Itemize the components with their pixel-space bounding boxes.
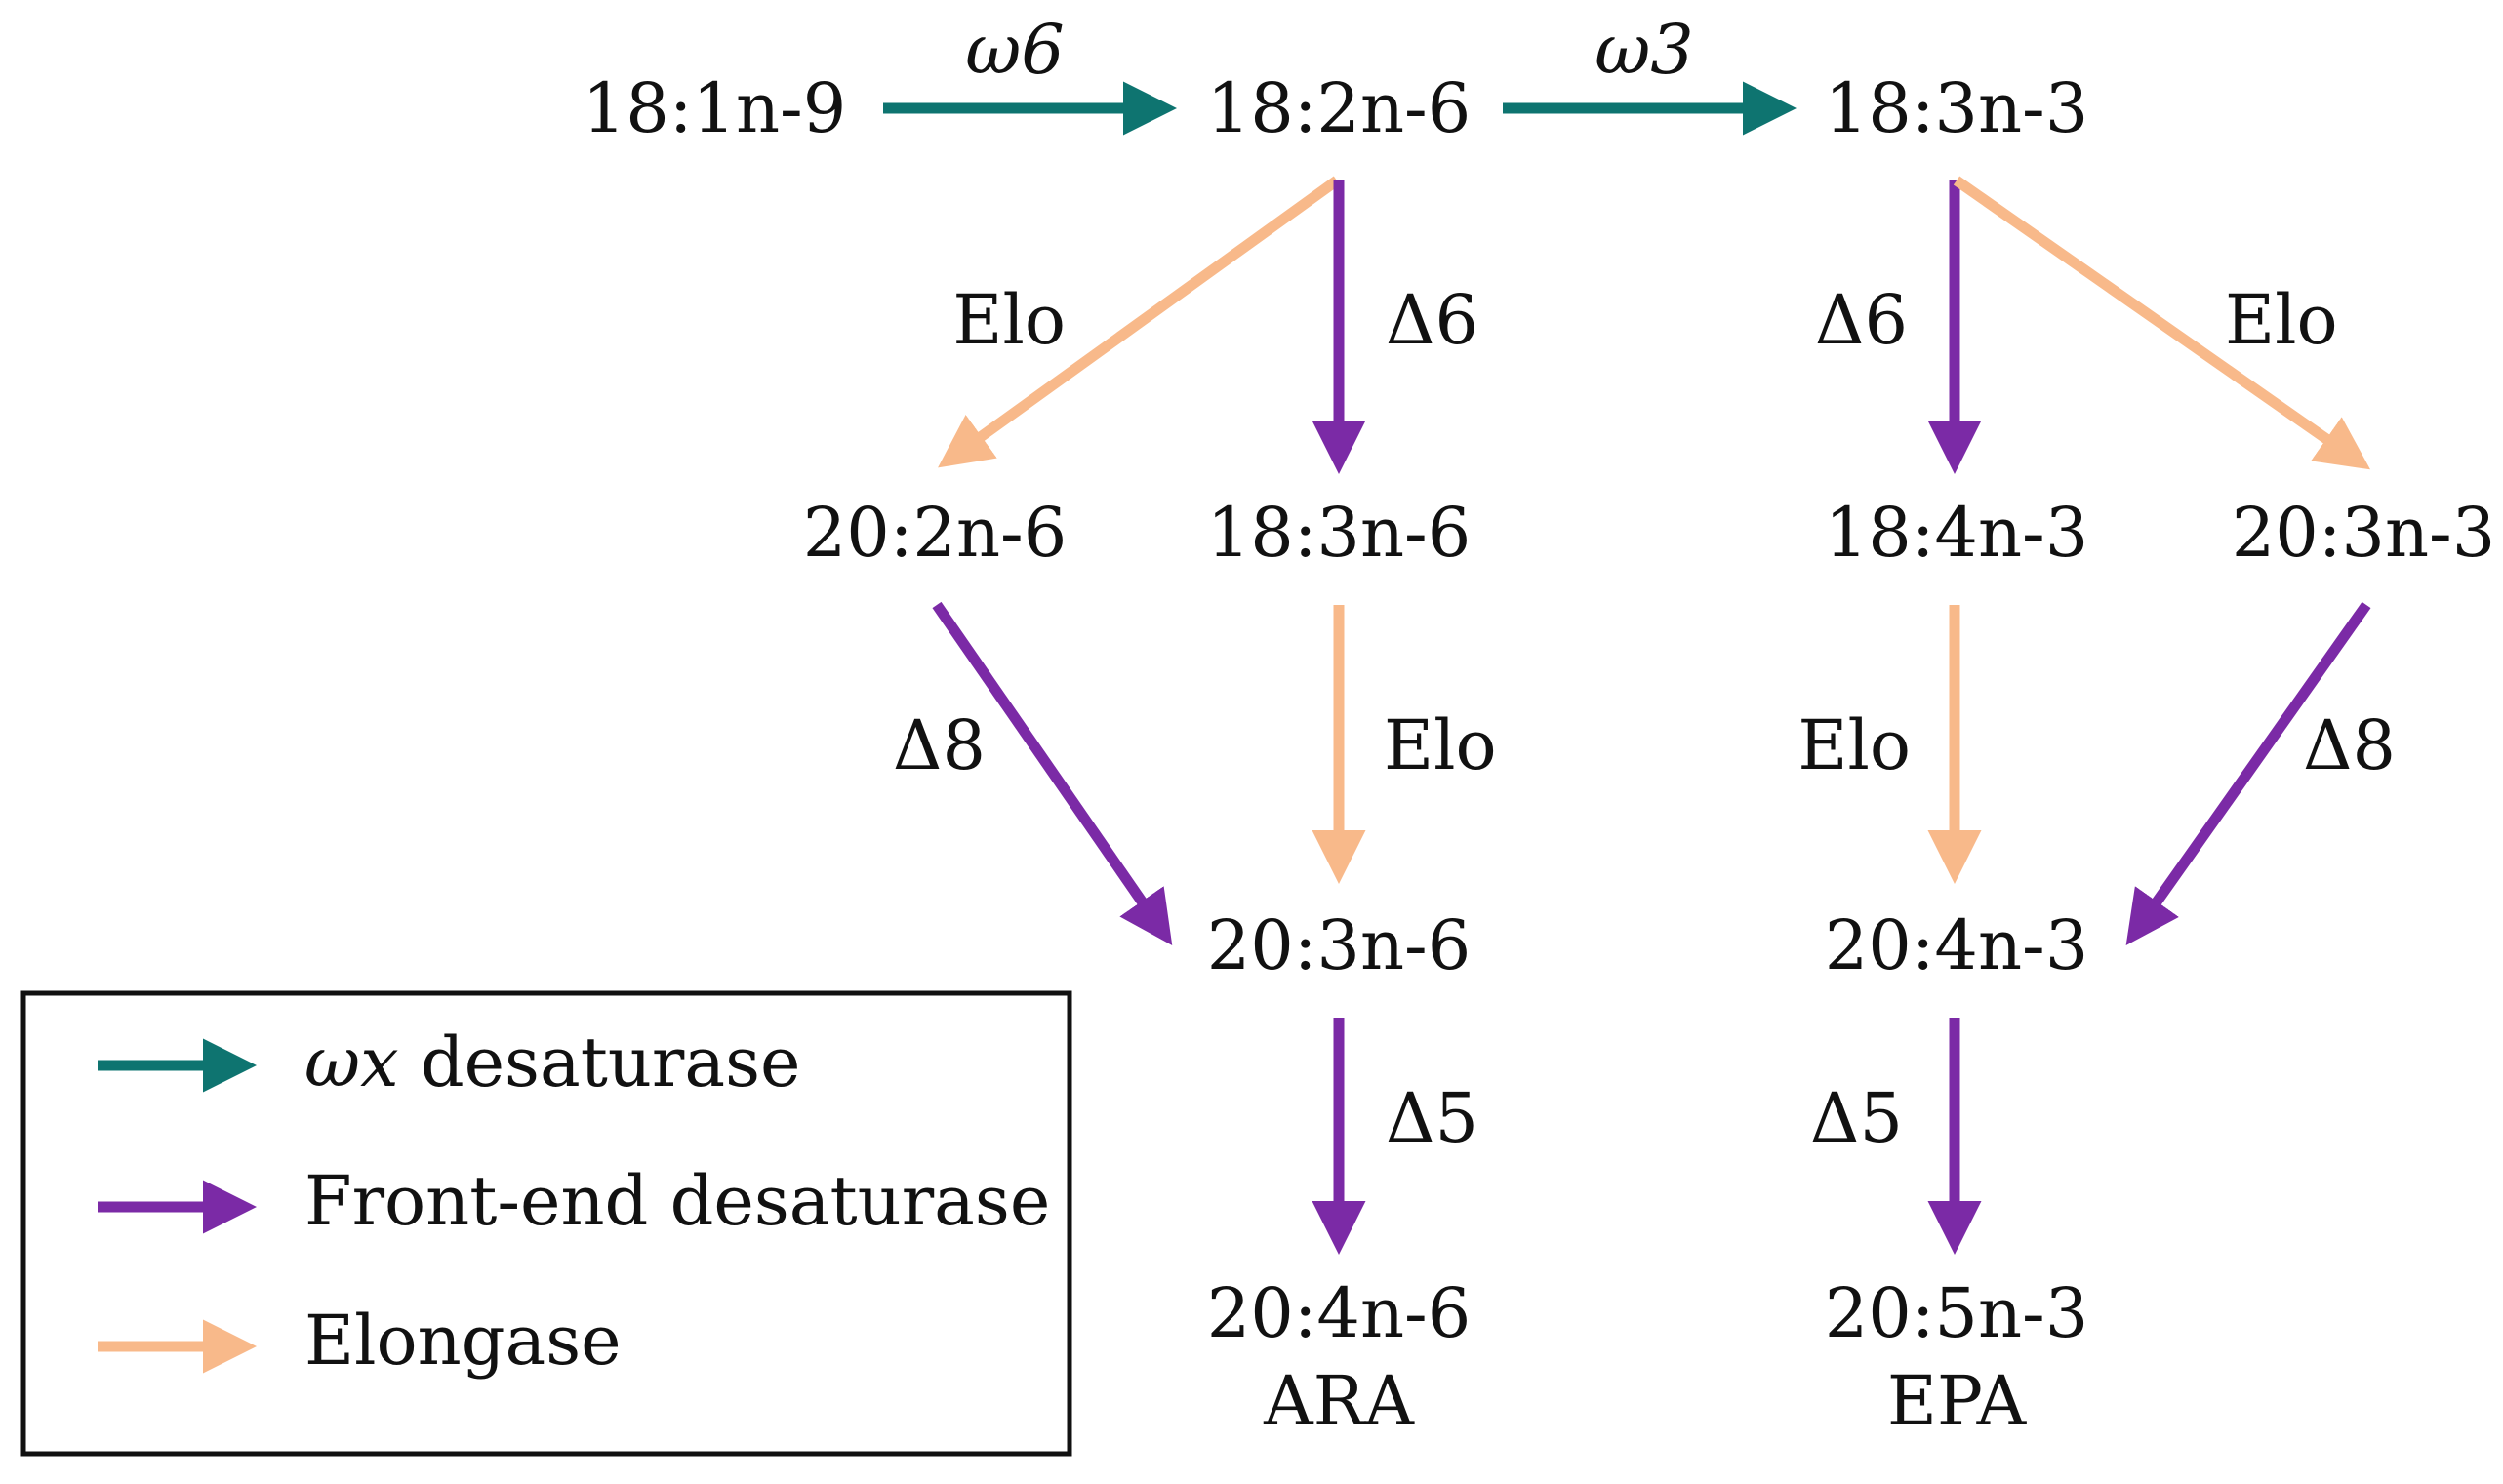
legend-omega-label: ωx desaturase (304, 1023, 800, 1103)
label-elo-18-3n6: Elo (1384, 705, 1497, 785)
arrow-d8-20-3n3-to-20-4n3 (2125, 601, 2371, 945)
label-elo-18-3n3: Elo (2225, 280, 2338, 360)
label-elo-18-2n6: Elo (952, 280, 1066, 360)
node-18-1n-9: 18:1n-9 (583, 68, 846, 148)
node-18-4n-3: 18:4n-3 (1825, 493, 2088, 573)
arrow-d8-20-2n6-to-20-3n6 (932, 601, 1173, 946)
label-omega3: ω3 (1595, 10, 1694, 90)
arrow-elo-18-2n6-to-20-2n6 (938, 176, 1341, 468)
label-d8-20-2n6: Δ8 (893, 705, 986, 785)
node-20-4n-3: 20:4n-3 (1825, 905, 2088, 985)
label-d6-18-3n3: Δ6 (1815, 280, 1908, 360)
legend-front-end-label: Front-end desaturase (304, 1161, 1050, 1241)
legend-elongase-label: Elongase (304, 1301, 622, 1381)
label-elo-18-4n3: Elo (1797, 705, 1911, 785)
label-d6-18-2n6: Δ6 (1386, 280, 1478, 360)
arrow-elo-18-3n3-to-20-3n3 (1953, 176, 2371, 470)
legend: ωx desaturase Front-end desaturase Elong… (20, 990, 1072, 1457)
node-ara: ARA (1263, 1361, 1415, 1441)
node-18-2n-6: 18:2n-6 (1207, 68, 1471, 148)
label-omega6: ω6 (965, 10, 1065, 90)
node-18-3n-3: 18:3n-3 (1825, 68, 2088, 148)
node-20-3n-3: 20:3n-3 (2232, 493, 2495, 573)
node-18-3n-6: 18:3n-6 (1207, 493, 1471, 573)
label-d8-20-3n3: Δ8 (2303, 705, 2396, 785)
node-20-3n-6: 20:3n-6 (1207, 905, 1471, 985)
node-20-2n-6: 20:2n-6 (803, 493, 1067, 573)
label-d5-20-3n6: Δ5 (1386, 1078, 1478, 1158)
node-20-4n-6: 20:4n-6 (1207, 1273, 1471, 1353)
node-20-5n-3: 20:5n-3 (1825, 1273, 2088, 1353)
label-d5-20-4n3: Δ5 (1810, 1078, 1903, 1158)
node-epa: EPA (1887, 1361, 2028, 1441)
